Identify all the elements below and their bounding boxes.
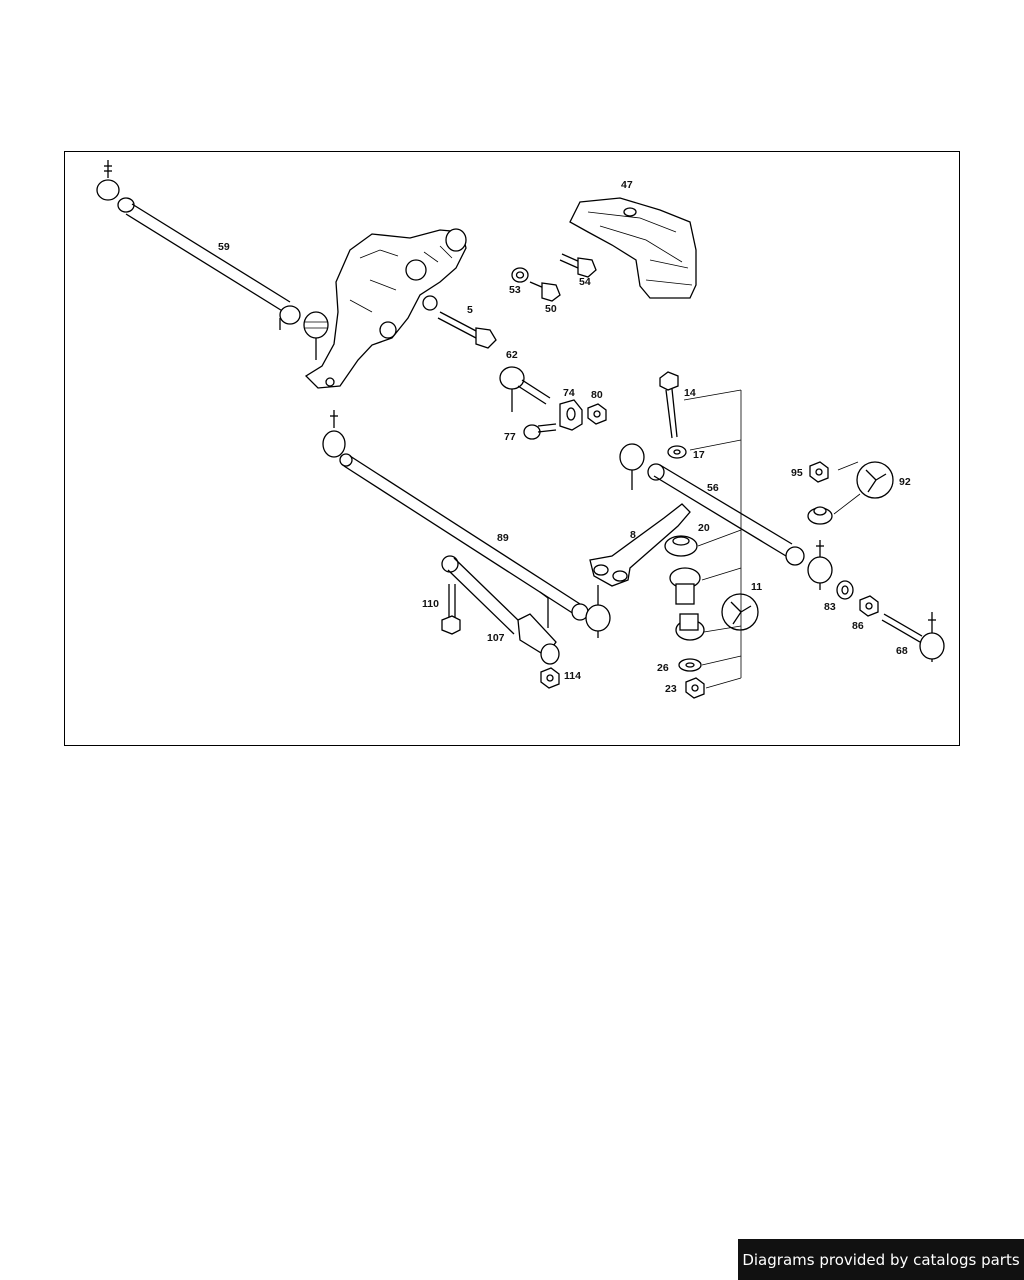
label-56: 56 bbox=[707, 482, 719, 494]
parts-group-bracket bbox=[683, 389, 742, 689]
label-54: 54 bbox=[579, 276, 591, 288]
label-110: 110 bbox=[422, 598, 439, 610]
label-86: 86 bbox=[852, 620, 864, 632]
part-83-bushing bbox=[836, 580, 854, 600]
label-50: 50 bbox=[545, 303, 557, 315]
part-59-tie-rod bbox=[96, 160, 329, 360]
label-5: 5 bbox=[467, 304, 473, 316]
part-8-idler-arm bbox=[589, 503, 691, 587]
part-14-bolt bbox=[659, 371, 679, 439]
part-5-bolt bbox=[437, 311, 497, 349]
label-114: 114 bbox=[564, 670, 581, 682]
part-54-bolt bbox=[559, 253, 597, 278]
part-95-nut bbox=[809, 461, 829, 483]
label-11: 11 bbox=[751, 581, 762, 593]
part-68-tie-rod-end bbox=[881, 612, 945, 662]
label-17: 17 bbox=[693, 449, 705, 461]
label-14: 14 bbox=[684, 387, 696, 399]
steering-linkage-diagram: 59 47 5 53 54 50 62 74 80 77 14 17 56 95… bbox=[96, 160, 945, 699]
part-50-bolt bbox=[529, 281, 561, 302]
label-89: 89 bbox=[497, 532, 509, 544]
label-68: 68 bbox=[896, 645, 908, 657]
part-47-bracket bbox=[569, 197, 697, 299]
attribution-text: Diagrams provided by catalogs parts bbox=[742, 1250, 1020, 1269]
part-labels: 59 47 5 53 54 50 62 74 80 77 14 17 56 95… bbox=[218, 179, 911, 695]
diagram-frame bbox=[64, 151, 960, 746]
label-8: 8 bbox=[630, 529, 636, 541]
part-80-nut bbox=[587, 403, 607, 425]
label-80: 80 bbox=[591, 389, 603, 401]
label-92: 92 bbox=[899, 476, 911, 488]
part-114-nut bbox=[540, 667, 560, 689]
label-74: 74 bbox=[563, 387, 575, 399]
label-59: 59 bbox=[218, 241, 230, 253]
part-20-bushing bbox=[664, 535, 698, 557]
label-20: 20 bbox=[698, 522, 710, 534]
part-107-steering-damper bbox=[441, 555, 560, 665]
part-86-nut bbox=[859, 595, 879, 617]
part-92-wrench-icon bbox=[833, 461, 894, 515]
bushing-stack bbox=[669, 567, 705, 641]
part-74-bushing bbox=[559, 399, 583, 431]
label-23: 23 bbox=[665, 683, 677, 695]
part-89-drag-link bbox=[322, 410, 611, 638]
label-47: 47 bbox=[621, 179, 633, 191]
label-107: 107 bbox=[487, 632, 505, 644]
part-110-bolt bbox=[441, 584, 461, 635]
part-77-bolt bbox=[523, 423, 557, 440]
label-53: 53 bbox=[509, 284, 521, 296]
part-95-bushing bbox=[807, 506, 833, 525]
part-23-nut bbox=[685, 677, 705, 699]
label-77: 77 bbox=[504, 431, 516, 443]
label-83: 83 bbox=[824, 601, 836, 613]
steering-gearbox bbox=[304, 228, 467, 389]
part-26-washer bbox=[678, 658, 702, 672]
label-62: 62 bbox=[506, 349, 518, 361]
label-95: 95 bbox=[791, 467, 803, 479]
label-26: 26 bbox=[657, 662, 669, 674]
part-11-wrench-icon bbox=[721, 593, 759, 631]
part-17-washer bbox=[667, 445, 687, 459]
part-53-washer bbox=[511, 267, 529, 283]
part-56-tie-rod bbox=[619, 443, 833, 590]
attribution-footer: Diagrams provided by catalogs parts bbox=[738, 1239, 1024, 1280]
part-62-tie-rod-end bbox=[499, 366, 551, 412]
